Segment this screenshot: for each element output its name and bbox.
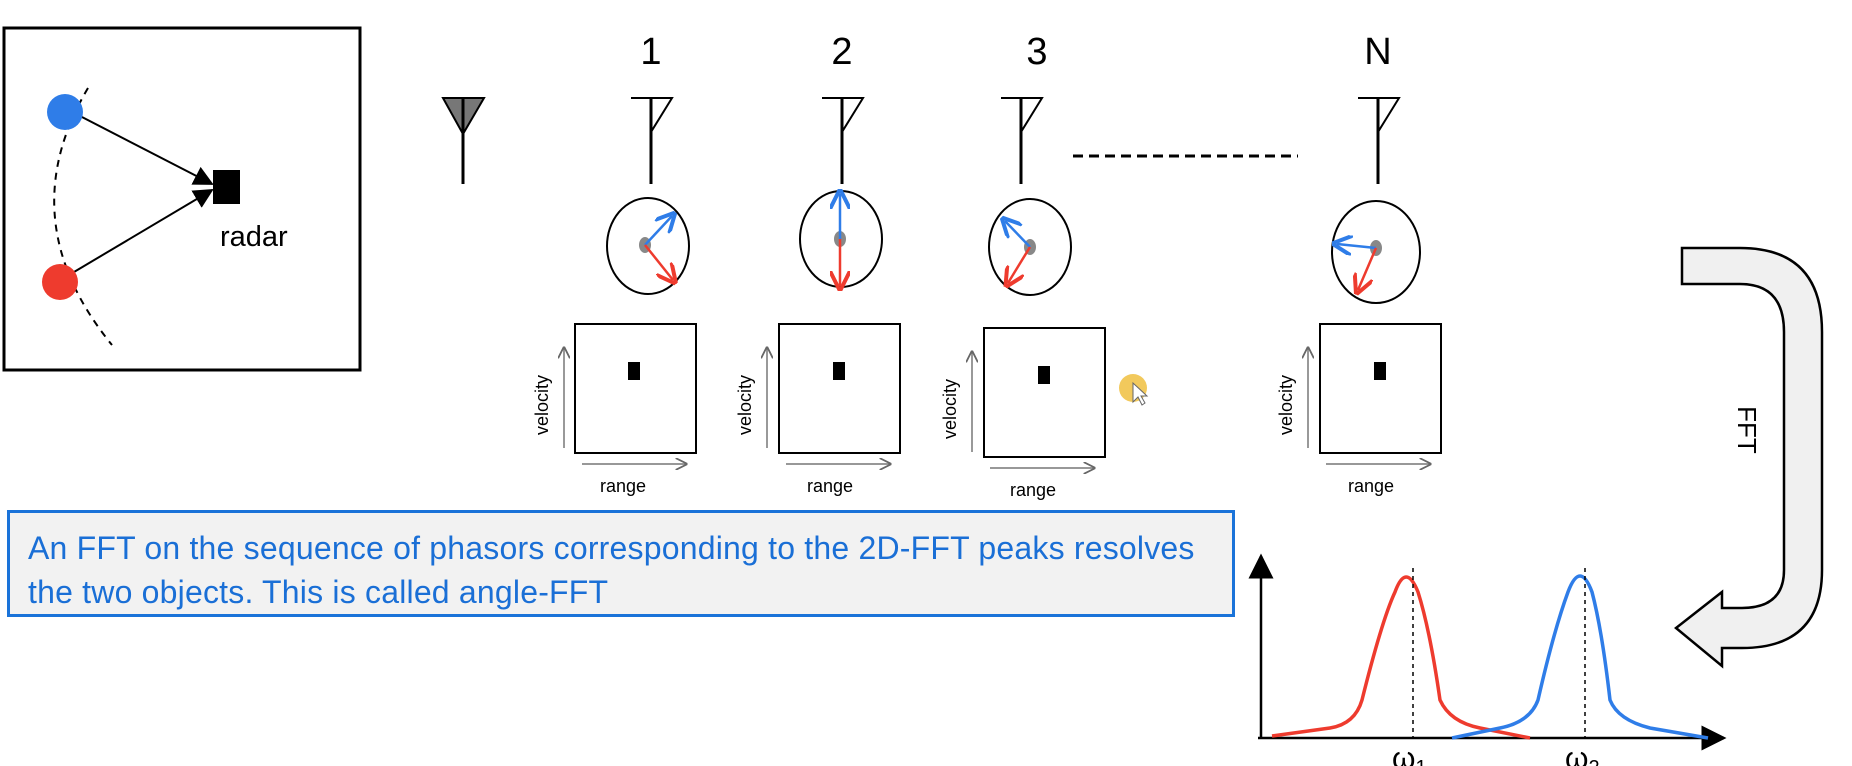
phasor-2 [799, 191, 883, 287]
range-velocity-map-n: velocity range [1276, 323, 1442, 496]
svg-text:range: range [1348, 476, 1394, 496]
caption-box: An FFT on the sequence of phasors corres… [7, 510, 1235, 617]
range-velocity-map-2: velocity range [735, 323, 901, 496]
caption-text: An FFT on the sequence of phasors corres… [28, 530, 1195, 610]
range-velocity-map-1: velocity range [532, 323, 697, 496]
omega-1-label: ω1 [1392, 742, 1427, 766]
rx-antenna-1-icon [631, 97, 674, 184]
angle-fft-spectrum: ω1 ω2 [1248, 553, 1727, 766]
cursor-icon [1119, 374, 1149, 406]
phasor-n [1331, 200, 1421, 304]
svg-text:velocity: velocity [735, 375, 755, 435]
antenna-label-n: N [1364, 31, 1391, 73]
svg-text:range: range [600, 476, 646, 496]
svg-text:velocity: velocity [532, 375, 552, 435]
svg-text:velocity: velocity [1276, 375, 1296, 435]
phasor-1 [606, 197, 690, 295]
phasor-3 [988, 198, 1072, 296]
antenna-label-1: 1 [640, 31, 661, 73]
antenna-label-2: 2 [831, 31, 852, 73]
rx-antenna-n-icon [1358, 97, 1401, 184]
range-velocity-map-3: velocity range [940, 327, 1106, 500]
fft-label: FFT [1732, 406, 1762, 454]
svg-text:velocity: velocity [940, 379, 960, 439]
radar-label: radar [220, 221, 288, 253]
peak-red [1271, 575, 1531, 740]
object-1-blue [47, 94, 83, 130]
tx-antenna-icon [441, 97, 486, 184]
fft-curved-arrow [1674, 246, 1824, 669]
rx-antenna-2-icon [822, 97, 865, 184]
radar-icon [213, 170, 240, 204]
peak-blue [1451, 574, 1709, 740]
scene-panel: radar [2, 26, 362, 372]
svg-text:range: range [807, 476, 853, 496]
arc-dashed [53, 87, 113, 346]
antenna-label-3: 3 [1026, 31, 1047, 73]
rx-antenna-3-icon [1001, 97, 1044, 184]
omega-2-label: ω2 [1565, 742, 1600, 766]
svg-text:range: range [1010, 480, 1056, 500]
object-2-red [42, 264, 78, 300]
